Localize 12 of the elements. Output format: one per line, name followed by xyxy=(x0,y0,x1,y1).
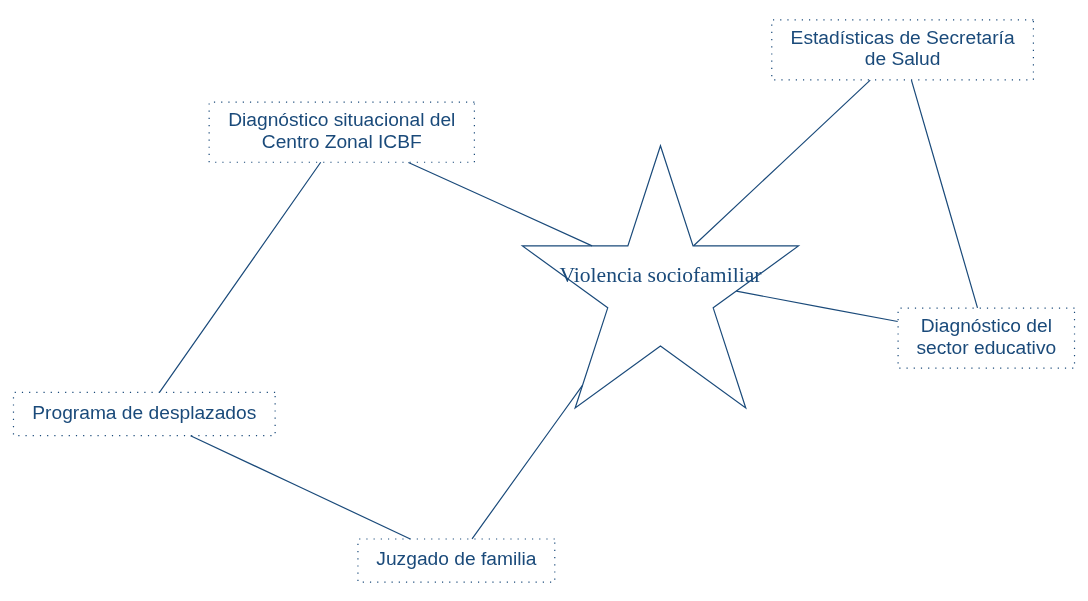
connector xyxy=(407,161,593,246)
node-box: Diagnóstico situacional del Centro Zonal ICBF xyxy=(208,101,475,163)
connector xyxy=(910,79,979,308)
node-box: Juzgado de familia xyxy=(357,537,556,583)
node-box: Diagnóstico del sector educativo xyxy=(897,307,1076,369)
connector xyxy=(735,290,899,322)
connector xyxy=(471,384,584,539)
connector xyxy=(158,161,322,393)
connector xyxy=(693,79,871,246)
node-box: Programa de desplazados xyxy=(12,391,276,436)
connector xyxy=(189,434,411,540)
node-box: Estadísticas de Secretaría de Salud xyxy=(771,18,1034,80)
